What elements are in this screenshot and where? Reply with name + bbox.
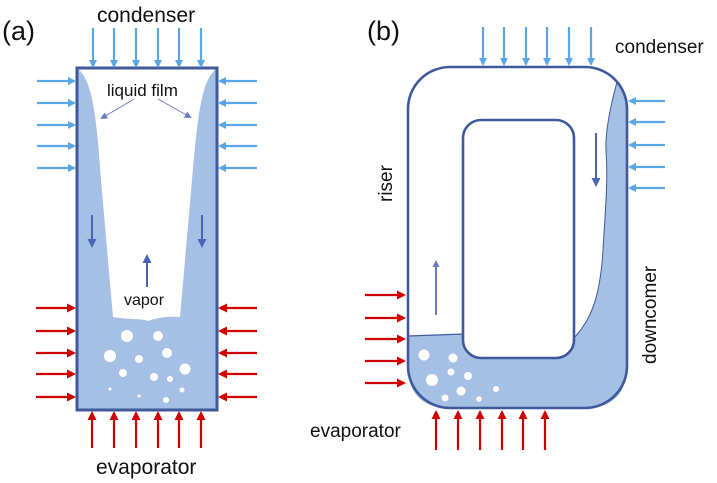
panel-a-evaporator-label: evaporator — [96, 456, 196, 479]
liquid-film-pointer-left — [100, 98, 135, 120]
bubble — [119, 369, 127, 377]
bubble — [456, 386, 466, 396]
panel-b-downcomer-film-edge — [574, 81, 618, 338]
bubble — [167, 376, 173, 382]
bubble — [104, 350, 116, 362]
bubble — [135, 355, 143, 363]
panel-a: (a) condenser liquid f — [2, 4, 257, 479]
bubble — [448, 353, 458, 363]
bubble — [121, 330, 133, 342]
bubble — [150, 373, 158, 381]
panel-a-vapor-label: vapor — [124, 292, 165, 309]
bubble — [179, 363, 191, 375]
bubble — [153, 331, 163, 341]
panel-a-container — [75, 66, 219, 412]
bubble — [476, 396, 482, 402]
bubble — [441, 394, 449, 402]
panel-b-evaporator-label: evaporator — [310, 421, 402, 442]
panel-b-condenser-label: condenser — [615, 37, 704, 58]
panel-b-riser-liquid-level — [407, 333, 466, 337]
bubble — [163, 397, 169, 403]
panel-a-evaporator-side-arrows — [36, 303, 257, 402]
panel-b-inner-loop — [461, 118, 576, 360]
bubble — [447, 368, 455, 376]
panel-b-bubbles — [418, 349, 499, 402]
panel-a-liquid-film-label: liquid film — [107, 81, 178, 100]
bubble — [137, 394, 141, 398]
panel-a-tag: (a) — [2, 16, 35, 46]
panel-b-condenser-top-arrows — [479, 27, 595, 66]
bubble — [464, 372, 472, 380]
panel-b-riser-label: riser — [376, 164, 397, 202]
panel-a-condenser-top-arrows — [89, 28, 205, 68]
panel-b: (b) condenser r — [310, 16, 704, 450]
panel-a-condenser-label: condenser — [97, 4, 195, 27]
bubble — [493, 386, 499, 392]
liquid-film-pointer-right — [157, 98, 192, 118]
panel-a-condenser-side-arrows — [37, 77, 257, 172]
bubble — [418, 349, 430, 361]
panel-a-bubbles — [104, 330, 191, 403]
panel-a-evaporator-bottom-arrows — [87, 411, 206, 448]
bubble — [162, 348, 172, 358]
panel-b-outer-loop — [406, 65, 629, 410]
bubble — [179, 387, 185, 393]
panel-a-liquid-pool — [77, 68, 217, 410]
panel-b-evaporator-bottom-arrows — [431, 410, 550, 450]
panel-b-condenser-side-arrows — [628, 97, 665, 192]
panel-b-downcomer-label: downcomer — [640, 265, 661, 364]
bubble — [426, 374, 438, 386]
panel-b-tag: (b) — [367, 16, 400, 46]
panel-b-evaporator-side-arrows — [365, 290, 406, 388]
bubble — [108, 387, 112, 391]
